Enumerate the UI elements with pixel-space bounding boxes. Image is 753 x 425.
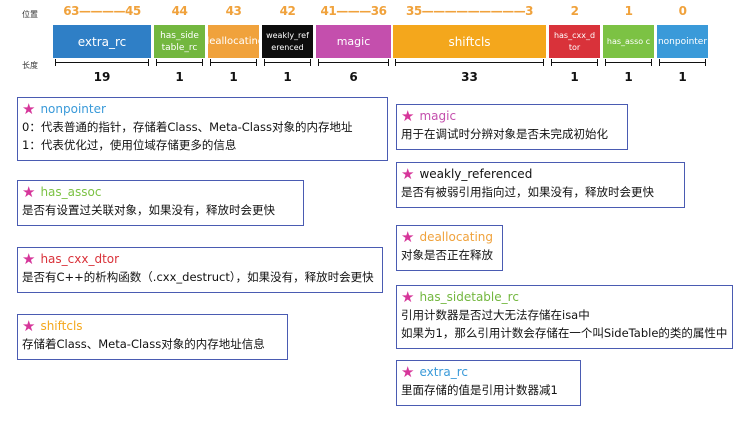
- card-title: deallocating: [419, 230, 494, 244]
- bit-length-nonpointer: 1: [678, 70, 687, 84]
- card-title: magic: [419, 109, 457, 123]
- field-extra-rc: extra_rc: [53, 25, 151, 58]
- card-extra-rc: ★ extra_rc 里面存储的值是引用计数器减1: [396, 360, 581, 406]
- card-has-sidetable-rc: ★ has_sidetable_rc 引用计数器是否过大无法存储在isa中如果为1，…: [396, 285, 733, 349]
- position-side-label: 位置: [22, 10, 38, 19]
- bit-range-nonpointer: 0: [678, 4, 687, 18]
- length-bracket-deallocating: [210, 59, 257, 66]
- card-title-row: ★ deallocating: [401, 228, 498, 246]
- field-nonpointer: nonpointer: [657, 25, 708, 58]
- field-has-cxx-dtor: has_cxx_d tor: [549, 25, 600, 58]
- bit-length-magic: 6: [349, 70, 358, 84]
- bit-length-has-sidetable-rc: 1: [175, 70, 184, 84]
- card-title: nonpointer: [40, 102, 106, 116]
- star-icon: ★: [22, 182, 36, 201]
- card-title: weakly_referenced: [419, 167, 533, 181]
- card-description-line: 是否有被弱引用指向过，如果没有，释放时会更快: [401, 185, 654, 199]
- card-title-row: ★ has_assoc: [22, 183, 299, 201]
- star-icon: ★: [22, 249, 36, 268]
- bit-range-has-sidetable-rc: 44: [171, 4, 188, 18]
- card-title-row: ★ nonpointer: [22, 100, 383, 118]
- card-description-line: 里面存储的值是引用计数器减1: [401, 383, 558, 397]
- card-title-row: ★ extra_rc: [401, 363, 576, 381]
- bit-range-has-assoc: 1: [624, 4, 633, 18]
- length-bracket-magic: [318, 59, 389, 66]
- card-title-row: ★ magic: [401, 107, 623, 125]
- card-nonpointer: ★ nonpointer 0：代表普通的指针，存储着Class、Meta-Class…: [17, 97, 388, 161]
- length-bracket-has-assoc: [605, 59, 652, 66]
- length-bracket-has-sidetable-rc: [156, 59, 203, 66]
- bit-length-has-assoc: 1: [624, 70, 633, 84]
- card-has-assoc: ★ has_assoc 是否有设置过关联对象，如果没有，释放时会更快: [17, 180, 304, 226]
- length-bracket-weakly-referenced: [264, 59, 311, 66]
- card-title-row: ★ shiftcls: [22, 317, 283, 335]
- star-icon: ★: [22, 99, 36, 118]
- card-title-row: ★ weakly_referenced: [401, 165, 680, 183]
- star-icon: ★: [401, 106, 415, 125]
- card-magic: ★ magic 用于在调试时分辨对象是否未完成初始化: [396, 104, 628, 150]
- length-bracket-shiftcls: [395, 59, 544, 66]
- star-icon: ★: [22, 316, 36, 335]
- card-title-row: ★ has_sidetable_rc: [401, 288, 728, 306]
- length-side-label: 长度: [22, 61, 38, 70]
- card-description-line: 对象是否正在释放: [401, 248, 493, 262]
- card-description-line: 1：代表优化过，使用位域存储更多的信息: [22, 138, 237, 152]
- bit-range-has-cxx-dtor: 2: [570, 4, 579, 18]
- bit-length-deallocating: 1: [229, 70, 238, 84]
- length-bracket-nonpointer: [659, 59, 706, 66]
- bit-length-has-cxx-dtor: 1: [570, 70, 579, 84]
- field-magic: magic: [316, 25, 391, 58]
- card-title: has_assoc: [40, 185, 102, 199]
- bit-length-weakly-referenced: 1: [283, 70, 292, 84]
- star-icon: ★: [401, 287, 415, 306]
- field-has-assoc: has_asso c: [603, 25, 654, 58]
- card-description-line: 存储着Class、Meta-Class对象的内存地址信息: [22, 337, 265, 351]
- card-title: extra_rc: [419, 365, 468, 379]
- card-has-cxx-dtor: ★ has_cxx_dtor 是否有C++的析构函数（.cxx_destruct），…: [17, 247, 383, 293]
- bit-length-extra-rc: 19: [93, 70, 111, 84]
- field-deallocating: deallocating: [208, 25, 259, 58]
- card-title: has_cxx_dtor: [40, 252, 120, 266]
- bit-range-magic: 41———36: [320, 4, 387, 18]
- card-title-row: ★ has_cxx_dtor: [22, 250, 378, 268]
- card-title: shiftcls: [40, 319, 83, 333]
- field-shiftcls: shiftcls: [393, 25, 546, 58]
- length-bracket-has-cxx-dtor: [551, 59, 598, 66]
- card-description-line: 是否有设置过关联对象，如果没有，释放时会更快: [22, 203, 275, 217]
- card-weakly-referenced: ★ weakly_referenced 是否有被弱引用指向过，如果没有，释放时会更快: [396, 162, 685, 208]
- bit-range-extra-rc: 63————45: [63, 4, 141, 18]
- card-description-line: 引用计数器是否过大无法存储在isa中: [401, 308, 590, 322]
- field-weakly-referenced: weakly_ref erenced: [262, 25, 313, 58]
- star-icon: ★: [401, 164, 415, 183]
- card-description-line: 是否有C++的析构函数（.cxx_destruct），如果没有，释放时会更快: [22, 270, 374, 284]
- card-description-line: 用于在调试时分辨对象是否未完成初始化: [401, 127, 608, 141]
- field-has-sidetable-rc: has_side table_rc: [154, 25, 205, 58]
- card-deallocating: ★ deallocating 对象是否正在释放: [396, 225, 503, 271]
- card-shiftcls: ★ shiftcls 存储着Class、Meta-Class对象的内存地址信息: [17, 314, 288, 360]
- bit-range-weakly-referenced: 42: [279, 4, 296, 18]
- star-icon: ★: [401, 362, 415, 381]
- bit-length-shiftcls: 33: [461, 70, 478, 84]
- bit-range-shiftcls: 35—————————3: [405, 4, 534, 18]
- card-title: has_sidetable_rc: [419, 290, 519, 304]
- bit-range-deallocating: 43: [225, 4, 242, 18]
- star-icon: ★: [401, 227, 415, 246]
- card-description-line: 0：代表普通的指针，存储着Class、Meta-Class对象的内存地址: [22, 120, 353, 134]
- card-description-line: 如果为1，那么引用计数会存储在一个叫SideTable的类的属性中: [401, 326, 728, 340]
- length-bracket-extra-rc: [55, 59, 149, 66]
